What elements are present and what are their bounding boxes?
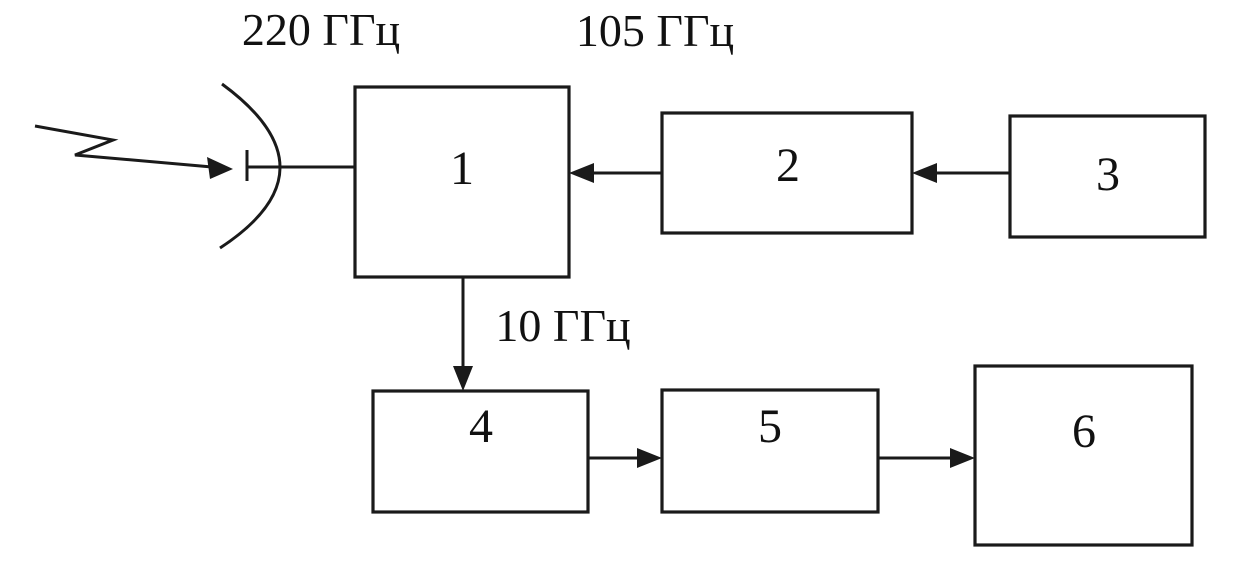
arrow-block5-to-block6 (878, 448, 975, 468)
incoming-signal-arrow (34, 124, 233, 179)
block-2-label: 2 (776, 139, 800, 192)
block-6: 6 (973, 364, 1194, 547)
label-220ghz: 220 ГГц (242, 4, 400, 55)
arrow-block4-to-block5 (588, 448, 662, 468)
block-5-label: 5 (758, 400, 782, 453)
block-5: 5 (660, 388, 880, 514)
arrowhead (637, 448, 662, 468)
arrow-block3-to-block2 (912, 163, 1010, 183)
arrowhead (569, 163, 594, 183)
block-6-box (973, 364, 1194, 547)
label-10ghz: 10 ГГц (495, 300, 630, 351)
block-3-box (1008, 114, 1207, 239)
zigzag-line (34, 124, 213, 169)
arrowhead-into-antenna (207, 157, 233, 179)
block-4-box (371, 389, 590, 514)
block-6-label: 6 (1072, 405, 1096, 458)
arrowhead (912, 163, 937, 183)
block-1-label: 1 (450, 142, 474, 195)
block-2-box (660, 111, 914, 235)
arrow-block2-to-block1 (569, 163, 662, 183)
block-4-label: 4 (469, 400, 493, 453)
block-1: 1 (353, 85, 571, 279)
block-4: 4 (371, 389, 590, 514)
arrowhead (950, 448, 975, 468)
block-3: 3 (1008, 114, 1207, 239)
antenna-icon (219, 82, 356, 250)
block-3-label: 3 (1096, 148, 1120, 201)
block-5-box (660, 388, 880, 514)
block-1-box (353, 85, 571, 279)
block-2: 2 (660, 111, 914, 235)
arrowhead (453, 366, 473, 391)
label-105ghz: 105 ГГц (576, 5, 734, 56)
arrow-block1-to-block4 (453, 277, 473, 391)
